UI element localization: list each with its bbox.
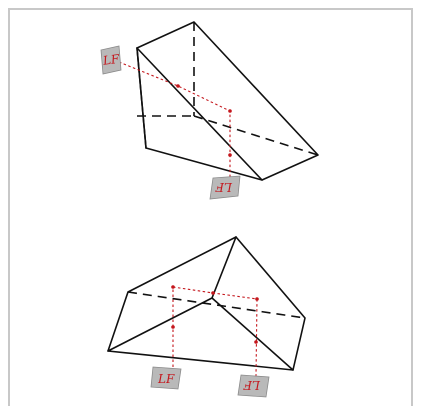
top-prism-exit-card-label: LF (215, 180, 233, 194)
top-prism-ray-dot-2 (228, 109, 232, 113)
bottom-prism-ray-dot-5 (254, 340, 258, 344)
bottom-prism-ray-dot-4 (255, 297, 259, 301)
top-prism-ray-dot-1 (176, 84, 180, 88)
bottom-prism-hidden-back-edge (127, 291, 306, 319)
bottom-prism-inner-edge-1 (107, 297, 213, 352)
top-prism-front-face (136, 21, 319, 181)
bottom-prism-right-card: LF (237, 374, 270, 398)
bottom-prism-left-card-label: LF (157, 372, 175, 386)
top-prism: LF LF (100, 21, 319, 200)
bottom-prism-ray-dot-1 (171, 285, 175, 289)
bottom-prism-outline (107, 236, 306, 371)
bottom-prism-inner-edge-3 (211, 236, 237, 299)
bottom-prism-ray-dot-2 (171, 325, 175, 329)
bottom-prism-inner-edge-2 (211, 297, 294, 371)
top-prism-exit-card: LF (209, 175, 241, 200)
top-prism-ray-path (118, 61, 231, 187)
top-prism-front-vertical-edge (136, 47, 147, 149)
top-prism-hidden-right-bottom-edge (193, 115, 319, 156)
top-prism-ray-dot-3 (228, 153, 232, 157)
frame-border (8, 8, 413, 406)
bottom-prism-left-card: LF (150, 366, 182, 390)
top-prism-image-card-label: LF (101, 52, 121, 68)
top-prism-image-card: LF (100, 45, 122, 75)
bottom-prism: LF LF (107, 236, 306, 398)
bottom-prism-right-card-label: LF (243, 378, 261, 392)
top-prism-hypotenuse-edge (136, 47, 263, 181)
bottom-prism-ray-dot-3 (211, 291, 215, 295)
